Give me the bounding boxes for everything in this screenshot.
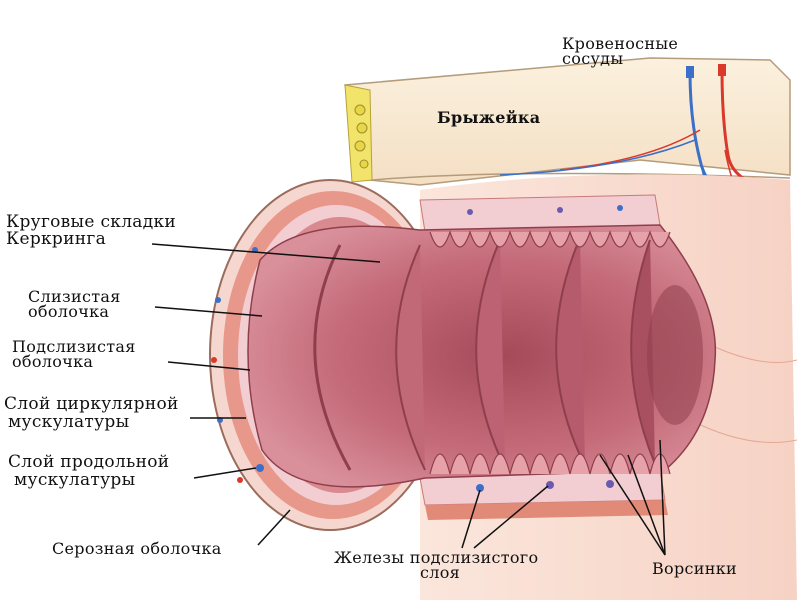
label-serosa: Серозная оболочка <box>52 539 222 558</box>
label-submucosal-glands: Железы подслизистого слоя <box>334 548 539 582</box>
label-kerckring-line1: Круговые складки <box>6 212 177 232</box>
lumen <box>247 224 717 488</box>
label-submucosa-line2: оболочка <box>12 352 94 371</box>
mesentery <box>344 57 791 186</box>
label-longitudinal-muscle: Слой продольной мускулатуры <box>8 453 169 489</box>
label-longitudinal-muscle-line1: Слой продольной <box>8 452 170 472</box>
label-submucosa: Подслизистая оболочка <box>12 337 136 371</box>
label-submucosa-line1: Подслизистая <box>12 337 136 356</box>
label-glands-line2: слоя <box>420 563 461 582</box>
label-villi: Ворсинки <box>652 559 737 578</box>
label-mesentery: Брыжейка <box>437 108 541 127</box>
label-circular-muscle-line1: Слой циркулярной <box>4 394 179 414</box>
label-circular-muscle: Слой циркулярной мускулатуры <box>4 395 179 431</box>
leader-lines <box>151 243 666 556</box>
label-longitudinal-muscle-line2: мускулатуры <box>14 470 136 490</box>
label-blood-vessels: Кровеносные сосуды <box>562 34 679 68</box>
label-mucosa-line2: оболочка <box>28 302 110 321</box>
label-blood-vessels-line1: Кровеносные <box>562 34 679 53</box>
label-kerckring-folds: Круговые складки Керкринга <box>6 214 176 248</box>
label-mucosa: Слизистая оболочка <box>28 287 121 321</box>
label-kerckring-line2: Керкринга <box>6 229 107 249</box>
wall-cutaway <box>419 194 668 520</box>
label-circular-muscle-line2: мускулатуры <box>8 412 130 432</box>
villi-fringe <box>429 230 671 475</box>
label-mucosa-line1: Слизистая <box>28 287 121 306</box>
label-blood-vessels-line2: сосуды <box>562 49 624 68</box>
label-glands-line1: Железы подслизистого <box>334 548 539 567</box>
